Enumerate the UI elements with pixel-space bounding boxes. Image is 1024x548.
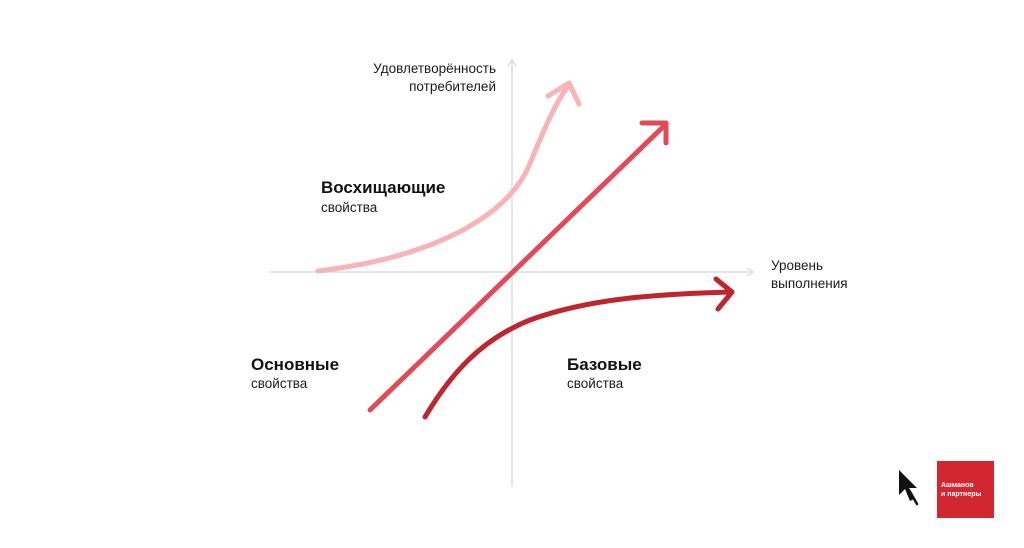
x-axis-label-line1: Уровень <box>771 258 824 273</box>
performance-title: Основные <box>251 355 340 374</box>
basic-curve-arrowhead <box>713 276 735 312</box>
performance-line-stroke <box>367 123 667 413</box>
y-axis-label-line2: потребителей <box>409 79 496 94</box>
vertical-axis-arrowhead <box>507 58 517 67</box>
delight-curve-line <box>315 83 571 274</box>
basic-curve-line <box>422 289 733 420</box>
brand-name-line2: и партнеры <box>941 490 982 498</box>
brand-name-line1: Ашманов <box>941 481 974 489</box>
performance-line-arrowhead <box>639 120 669 146</box>
delight-subtitle: свойства <box>321 200 378 215</box>
performance-subtitle: свойства <box>251 376 308 391</box>
horizontal-axis-arrowhead <box>746 267 755 277</box>
basic-curve <box>422 276 735 420</box>
brand-badge: Ашманов и партнеры <box>937 461 994 518</box>
x-axis-label-line2: выполнения <box>771 276 848 291</box>
basic-title: Базовые <box>567 355 642 374</box>
y-axis-label-line1: Удовлетворённость <box>373 61 496 76</box>
basic-subtitle: свойства <box>567 376 624 391</box>
delight-title: Восхищающие <box>321 178 446 197</box>
delight-curve-arrowhead <box>545 80 582 107</box>
arrow-cursor-logo-icon <box>899 470 919 506</box>
delight-curve <box>315 80 582 274</box>
performance-line <box>367 120 669 413</box>
